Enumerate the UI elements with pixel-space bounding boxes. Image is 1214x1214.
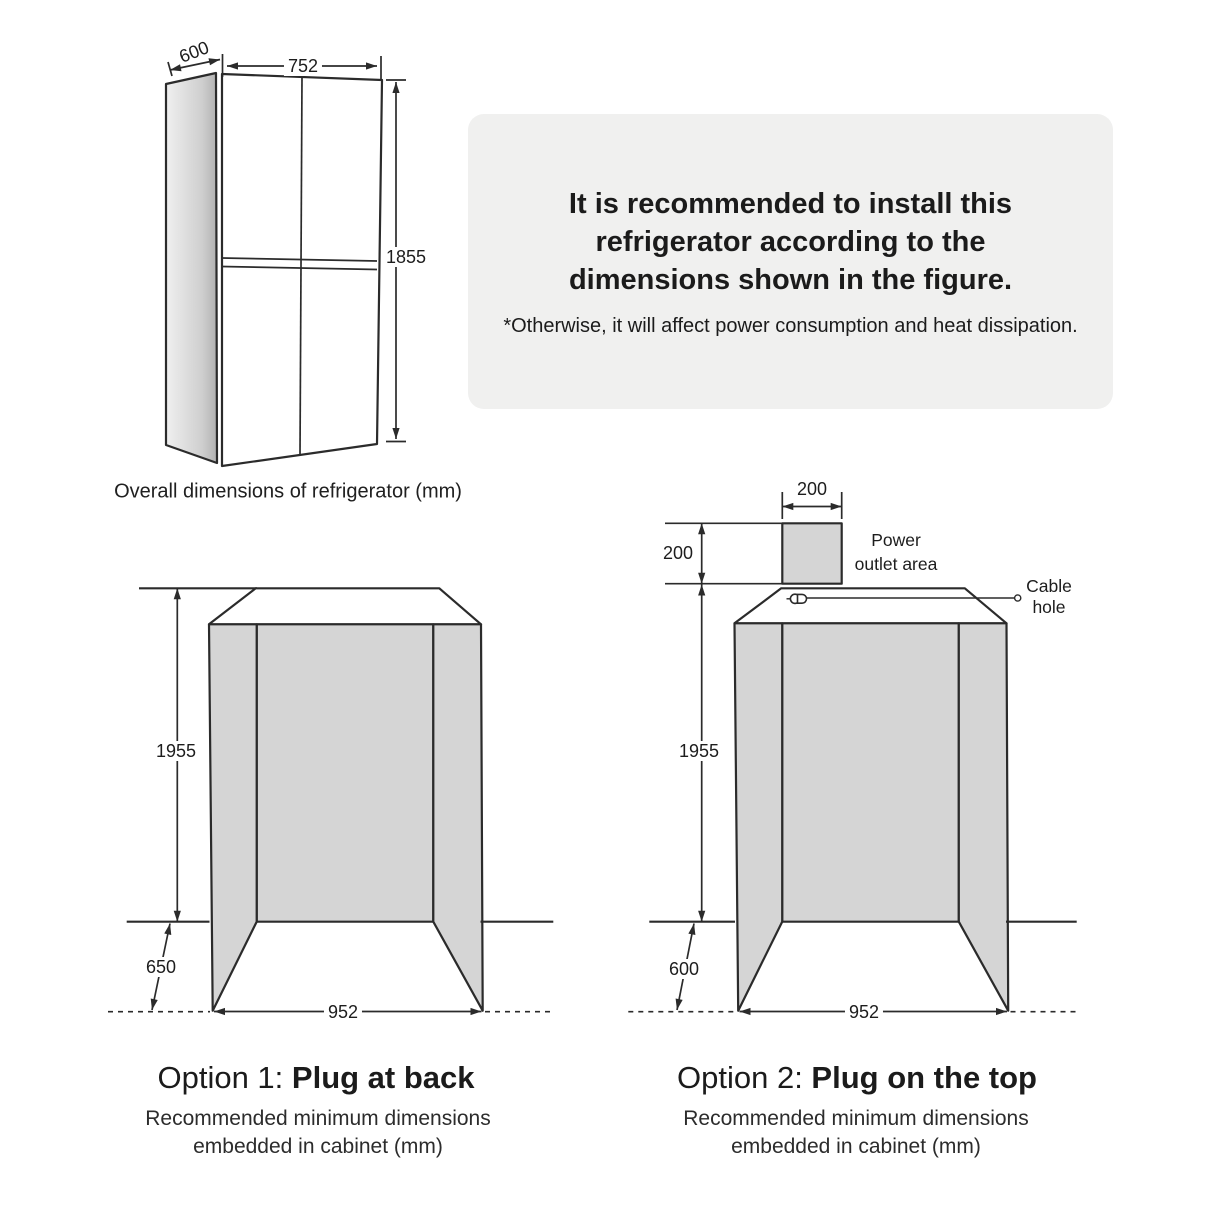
option2-drawing (628, 492, 1077, 1016)
option2-subtitle-line: embedded in cabinet (mm) (731, 1135, 981, 1158)
option1-bottom-offset-label: 650 (141, 957, 181, 977)
option2-height-label: 1955 (674, 741, 724, 761)
notice-title-line: It is recommended to install this (568, 188, 1013, 220)
option1-title-prefix: Option 1: (157, 1060, 292, 1095)
refrigerator-drawing (164, 54, 406, 468)
option1-width-label: 952 (323, 1002, 363, 1022)
fridge-front-face (220, 72, 384, 468)
alcove-back-wall (255, 623, 435, 923)
alcove-right-wall (432, 623, 484, 1012)
fridge-door-divider-horizontal-top (221, 257, 378, 262)
power-outlet-label-line: Power (871, 530, 921, 550)
option1-subtitle-line: Recommended minimum dimensions (145, 1107, 491, 1130)
dim-line-depth (169, 58, 221, 72)
option1-drawing (108, 587, 554, 1016)
alcove-top-face (207, 587, 483, 626)
alcove-right-wall (957, 622, 1010, 1012)
plug-icon (786, 593, 808, 605)
notice-title-line: refrigerator according to the (595, 226, 986, 258)
option1-subtitle-line: embedded in cabinet (mm) (193, 1135, 443, 1158)
power-outlet-label-line: outlet area (854, 554, 938, 574)
fridge-width-label: 752 (283, 56, 323, 76)
fridge-door-divider-horizontal-bottom (221, 265, 378, 271)
fridge-caption: Overall dimensions of refrigerator (mm) (114, 480, 462, 503)
power-outlet-area-label: Power outlet area (855, 528, 938, 576)
option2-title-prefix: Option 2: (677, 1060, 812, 1095)
option2-outlet-width-label: 200 (796, 479, 828, 499)
alcove-top-face (733, 587, 1008, 625)
power-outlet-area-box (781, 522, 843, 585)
notice-title-line: dimensions shown in the figure. (568, 264, 1013, 296)
cable-hole-label: Cable hole (1026, 576, 1072, 618)
option2-subtitle: Recommended minimum dimensions embedded … (683, 1105, 1028, 1161)
option1-title: Option 1: Plug at back (157, 1060, 474, 1096)
option2-title-emphasis: Plug on the top (811, 1060, 1037, 1095)
alcove-back-wall (781, 622, 960, 923)
cable-hole-label-line: hole (1032, 597, 1066, 617)
alcove-left-wall (733, 622, 784, 1012)
option2-width-label: 952 (844, 1002, 884, 1022)
cable-hole-label-line: Cable (1026, 576, 1072, 596)
option1-subtitle: Recommended minimum dimensions embedded … (145, 1105, 490, 1161)
fridge-side-panel (164, 71, 219, 465)
notice-box: It is recommended to install this refrig… (468, 114, 1113, 409)
option2-subtitle-line: Recommended minimum dimensions (683, 1107, 1029, 1130)
option1-title-emphasis: Plug at back (291, 1060, 475, 1095)
option2-title: Option 2: Plug on the top (677, 1060, 1037, 1096)
fridge-height-label: 1855 (381, 247, 431, 267)
option1-height-label: 1955 (151, 741, 201, 761)
notice-footnote: *Otherwise, it will affect power consump… (503, 315, 1078, 337)
alcove-left-wall (207, 623, 258, 1012)
option2-outlet-height-label: 200 (662, 543, 694, 563)
cable-hole-marker (1013, 594, 1022, 602)
option2-bottom-offset-label: 600 (664, 959, 704, 979)
fridge-door-divider-vertical (299, 76, 303, 456)
notice-title: It is recommended to install this refrig… (569, 185, 1012, 299)
